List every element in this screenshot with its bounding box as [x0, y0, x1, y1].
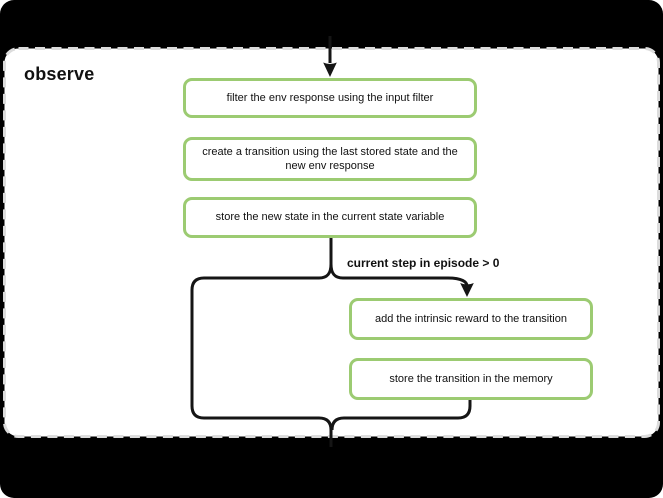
merge-branch-line [330, 400, 472, 431]
node-create-transition: create a transition using the last store… [183, 137, 477, 181]
node-store-transition: store the transition in the memory [349, 358, 593, 400]
condition-label: current step in episode > 0 [347, 256, 500, 270]
entry-arrowhead-icon [323, 62, 337, 77]
page-title: observe [24, 64, 95, 84]
bypass-branch-line [190, 263, 333, 447]
condition-arrowhead-icon [460, 283, 474, 297]
node-filter-env-response: filter the env response using the input … [183, 78, 477, 118]
node-store-new-state: store the new state in the current state… [183, 197, 477, 238]
condition-branch-line [329, 263, 469, 287]
node-add-intrinsic-reward: add the intrinsic reward to the transiti… [349, 298, 593, 340]
